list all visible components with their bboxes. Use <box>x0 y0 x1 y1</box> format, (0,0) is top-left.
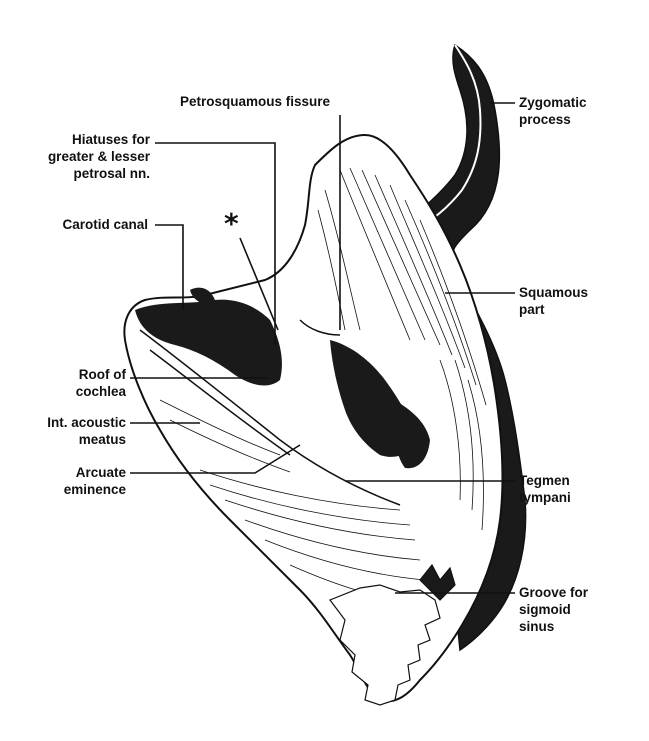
sigmoid-groove-edge <box>329 563 456 706</box>
leader-asterisk <box>239 237 279 331</box>
label-hiatuses-petrosal-nerves: Hiatuses for greater & lesser petrosal n… <box>47 132 150 181</box>
label-int-acoustic-meatus: Int. acoustic meatus <box>47 415 126 447</box>
petrous-ridge <box>139 319 401 506</box>
asterisk-marker: * <box>224 207 239 240</box>
leader-lines <box>130 102 515 594</box>
label-zygomatic-process: Zygomatic process <box>519 95 587 127</box>
label-roof-of-cochlea: Roof of cochlea <box>75 367 126 399</box>
label-groove-sigmoid-sinus: Groove for sigmoid sinus <box>519 585 589 634</box>
dark-recesses <box>135 287 430 469</box>
label-petrosquamous-fissure: Petrosquamous fissure <box>180 94 331 109</box>
leader-carotid-canal <box>155 224 184 310</box>
label-arcuate-eminence: Arcuate eminence <box>63 465 126 497</box>
label-squamous-part: Squamous part <box>519 285 589 317</box>
label-tegmen-tympani: Tegmen tympani <box>519 473 571 505</box>
label-carotid-canal: Carotid canal <box>62 217 148 232</box>
leader-arcuate-eminence <box>130 444 301 474</box>
leader-hiatuses <box>155 142 276 345</box>
